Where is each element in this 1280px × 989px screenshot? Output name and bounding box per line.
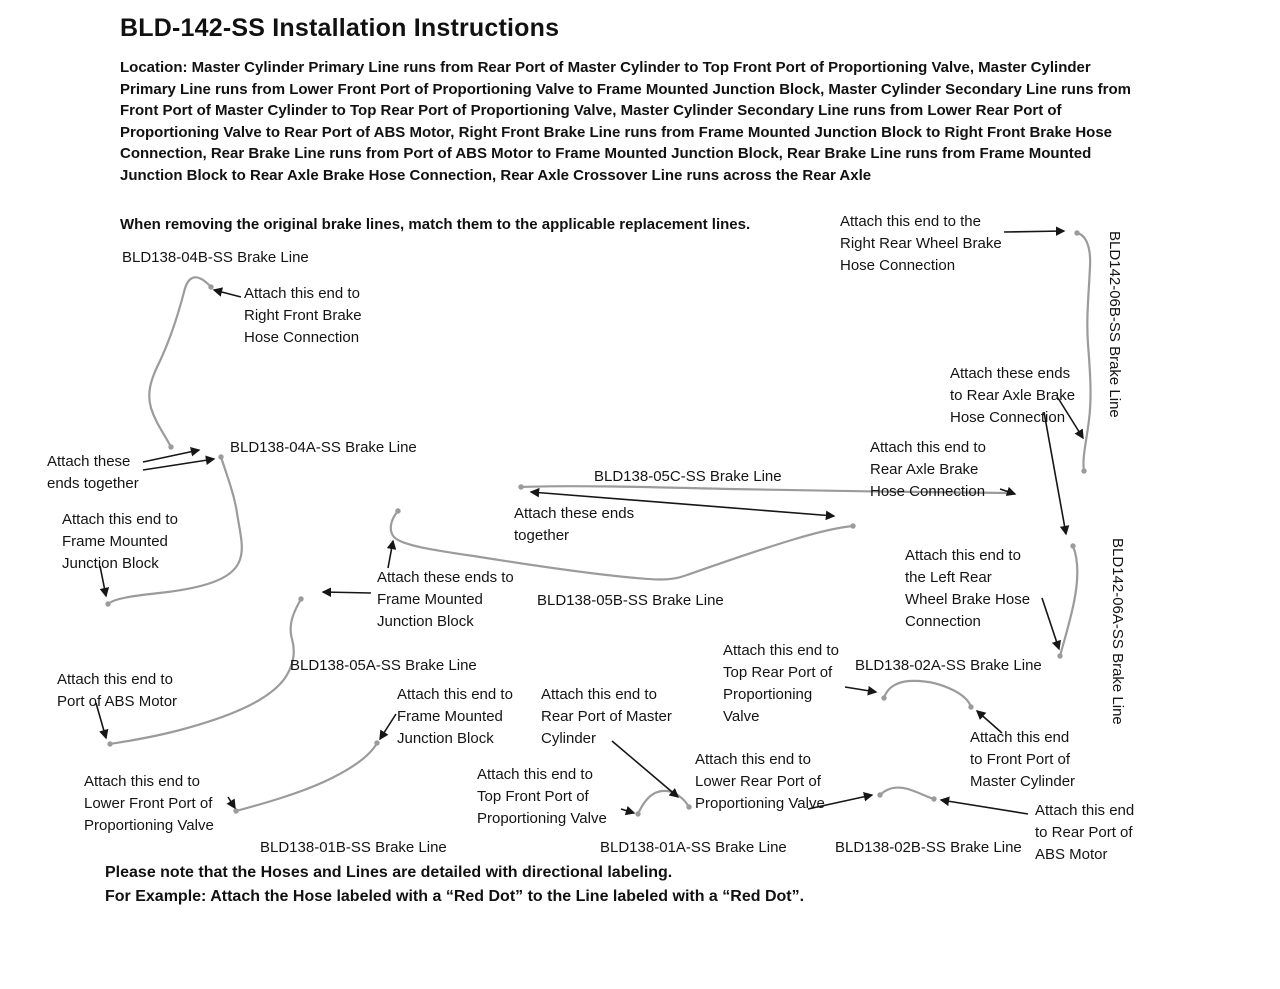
brake-line-bld142-06b-fitting-2 — [1081, 468, 1087, 474]
arrow-to-frame-junction-04a-end — [99, 565, 110, 598]
brake-line-bld138-05a — [108, 597, 303, 746]
brake-line-bld138-04a-fitting-1 — [218, 454, 224, 460]
location-paragraph: Location: Master Cylinder Primary Line r… — [120, 59, 1131, 184]
arrow-ends-together-left-upper — [142, 447, 201, 463]
intro-note: When removing the original brake lines, … — [120, 216, 751, 233]
arrow-to-rear-axle-ends-upper — [1057, 397, 1084, 440]
brake-line-bld142-06b — [1075, 231, 1092, 473]
brake-line-bld138-01a — [636, 789, 691, 816]
part-label-bld138-02b: BLD138-02B-SS Brake Line — [835, 839, 1022, 856]
annotation-rear-axle-brake-hose: Attach this end to Rear Axle Brake Hose … — [870, 439, 986, 500]
brake-line-bld142-06a-fitting-1 — [1070, 543, 1076, 549]
brake-line-bld138-01b-fitting-1 — [233, 808, 239, 814]
page-title: BLD-142-SS Installation Instructions — [120, 14, 560, 42]
annotation-ends-together-middle: Attach these ends together — [514, 505, 635, 544]
part-label-bld138-01b: BLD138-01B-SS Brake Line — [260, 839, 447, 856]
brake-line-bld138-02b — [878, 786, 936, 801]
annotation-lower-rear-port-pv: Attach this end to Lower Rear Port of Pr… — [695, 751, 825, 812]
brake-line-bld138-05b-fitting-1 — [395, 508, 401, 514]
brake-line-bld138-01a-fitting-1 — [635, 811, 641, 817]
annotation-left-rear-wheel-brake-hose: Attach this end to the Left Rear Wheel B… — [905, 547, 1031, 630]
brake-line-bld138-02a — [882, 679, 973, 709]
brake-line-bld138-01b — [234, 741, 379, 813]
arrow-ends-together-middle — [529, 487, 836, 521]
arrow-to-right-rear-wheel-hose-end — [1003, 226, 1066, 236]
brake-line-bld138-04b — [148, 276, 213, 449]
annotation-frame-junction-01b: Attach this end to Frame Mounted Junctio… — [397, 686, 513, 747]
brake-line-bld138-04b-fitting-2 — [168, 444, 174, 450]
part-label-bld138-04b: BLD138-04B-SS Brake Line — [122, 249, 309, 266]
brake-line-bld138-04a-fitting-2 — [105, 601, 111, 607]
brake-line-bld142-06a — [1058, 544, 1079, 658]
brake-line-bld138-05b — [389, 509, 855, 581]
brake-line-bld138-05c-fitting-1 — [518, 484, 524, 490]
footer-note-directional-labeling: Please note that the Hoses and Lines are… — [105, 864, 673, 881]
arrow-to-left-rear-wheel-hose-end — [1041, 597, 1061, 651]
arrow-to-rear-port-mc-end — [611, 740, 680, 798]
annotation-frame-junction-ends: Attach these ends to Frame Mounted Junct… — [377, 569, 514, 630]
brake-line-bld138-02a-fitting-2 — [968, 704, 974, 710]
annotation-abs-motor-port: Attach this end to Port of ABS Motor — [57, 671, 178, 710]
part-label-bld138-05a: BLD138-05A-SS Brake Line — [290, 657, 477, 674]
brake-line-bld138-01a-fitting-2 — [686, 804, 692, 810]
arrow-to-frame-junction-05b-end — [386, 539, 397, 569]
brake-line-bld138-02b-fitting-1 — [877, 792, 883, 798]
annotation-top-rear-port-pv: Attach this end to Top Rear Port of Prop… — [723, 642, 839, 725]
annotation-right-front-brake-hose: Attach this end to Right Front Brake Hos… — [244, 285, 362, 346]
annotation-rear-port-abs-motor: Attach this end to Rear Port of ABS Moto… — [1035, 802, 1135, 863]
annotation-top-front-port-pv: Attach this end to Top Front Port of Pro… — [477, 766, 607, 827]
arrow-to-lower-front-port-pv-end — [226, 796, 236, 810]
brake-line-bld138-04b-fitting-1 — [208, 284, 214, 290]
arrow-to-lower-rear-port-pv-end — [807, 792, 874, 810]
annotation-right-rear-wheel-brake-hose: Attach this end to the Right Rear Wheel … — [840, 213, 1002, 274]
annotation-front-port-master-cylinder: Attach this end to Front Port of Master … — [970, 729, 1076, 790]
part-label-bld142-06b: BLD142-06B-SS Brake Line — [1106, 231, 1123, 418]
brake-line-bld138-02a-fitting-1 — [881, 695, 887, 701]
part-label-bld138-02a: BLD138-02A-SS Brake Line — [855, 657, 1042, 674]
arrow-to-rear-axle-ends-lower — [1043, 411, 1070, 536]
brake-line-bld138-01b-fitting-2 — [374, 740, 380, 746]
annotation-ends-together-left: Attach these ends together — [47, 453, 139, 492]
footer-note-red-dot-example: For Example: Attach the Hose labeled wit… — [105, 888, 805, 905]
brake-line-bld138-05a-fitting-1 — [298, 596, 304, 602]
arrow-to-right-front-hose-end — [212, 287, 242, 298]
annotation-lower-front-port-pv: Attach this end to Lower Front Port of P… — [84, 773, 214, 834]
arrow-to-front-port-mc-end — [975, 710, 1003, 734]
part-label-bld138-01a: BLD138-01A-SS Brake Line — [600, 839, 787, 856]
brake-line-bld138-05a-fitting-2 — [107, 741, 113, 747]
annotation-rear-axle-hose-ends: Attach these ends to Rear Axle Brake Hos… — [950, 365, 1076, 426]
part-label-bld138-04a: BLD138-04A-SS Brake Line — [230, 439, 417, 456]
arrow-to-top-front-port-pv-end — [620, 806, 636, 816]
arrow-to-rear-port-abs-end — [939, 796, 1029, 815]
arrow-to-frame-junction-01b-end — [379, 713, 397, 741]
arrow-ends-together-left-lower — [142, 455, 216, 471]
arrow-to-abs-motor-port-end — [95, 702, 109, 740]
annotation-frame-junction-left: Attach this end to Frame Mounted Junctio… — [62, 511, 178, 572]
part-label-bld142-06a: BLD142-06A-SS Brake Line — [1109, 538, 1126, 725]
arrow-to-top-rear-port-pv-end — [844, 685, 878, 696]
part-label-bld138-05c: BLD138-05C-SS Brake Line — [594, 468, 782, 485]
arrow-to-frame-junction-05a-end — [321, 587, 372, 597]
brake-line-bld138-04a — [106, 455, 243, 606]
brake-line-bld142-06b-fitting-1 — [1074, 230, 1080, 236]
arrow-to-rear-axle-hose-end — [999, 486, 1017, 496]
annotation-rear-port-master-cylinder: Attach this end to Rear Port of Master C… — [541, 686, 672, 747]
brake-line-bld142-06a-fitting-2 — [1057, 653, 1063, 659]
part-label-bld138-05b: BLD138-05B-SS Brake Line — [537, 592, 724, 609]
brake-line-bld138-05b-fitting-2 — [850, 523, 856, 529]
brake-line-bld138-02b-fitting-2 — [931, 796, 937, 802]
